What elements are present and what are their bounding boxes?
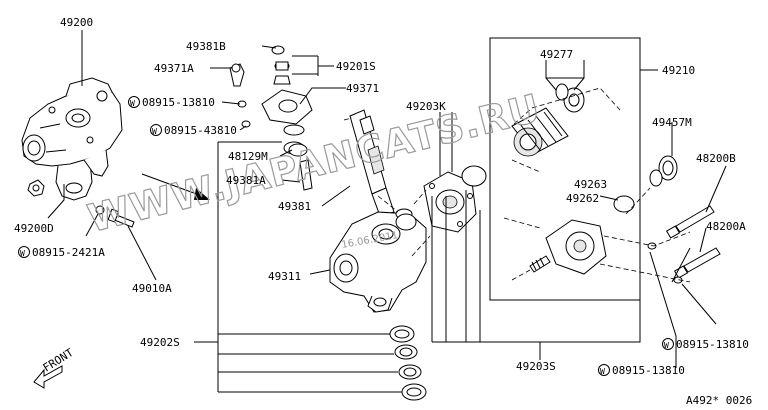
bolt-49010a-illustration (107, 208, 135, 228)
gear-housing-49311-illustration (329, 208, 427, 313)
valve-parts-49277-illustration (555, 83, 585, 113)
washer-marker-1 (128, 96, 140, 108)
washer-marker-1-text: W (130, 99, 135, 108)
cap-49381b-illustration (271, 45, 291, 85)
washer-marker-2 (150, 124, 162, 136)
assembly-guide-lines (343, 87, 691, 283)
label-49203s: 49203S (516, 360, 556, 373)
bolt-49200d-illustration (27, 179, 45, 197)
washer-marker-4-text: W (664, 341, 669, 350)
washer-08915-2421a-illustration (95, 205, 105, 215)
bracket-49203s (431, 190, 641, 343)
label-08915-43810: 08915-43810 (164, 124, 237, 137)
steering-gearbox-assembly-illustration (21, 77, 123, 201)
seal-49457m-illustration (649, 155, 678, 187)
bolt-48200a-illustration (673, 247, 721, 279)
label-49381: 49381 (278, 200, 311, 213)
label-49201s: 49201S (336, 60, 376, 73)
label-49263: 49263 (574, 178, 607, 191)
label-48200a: 48200A (706, 220, 746, 233)
label-49210: 49210 (662, 64, 695, 77)
washer-marker-3 (18, 246, 30, 258)
o-ring-49263-illustration (613, 195, 635, 213)
side-cover-49203k-illustration (395, 165, 487, 233)
label-48200b: 48200B (696, 152, 736, 165)
label-49381a: 49381A (226, 174, 266, 187)
seal-rings-49202s-illustration (389, 325, 427, 401)
nipple-49371a-illustration (229, 63, 245, 87)
bolt-49381a-illustration (299, 159, 313, 191)
washer-marker-3-text: W (20, 249, 25, 258)
assembly-box-49210 (489, 37, 641, 301)
front-arrow-icon (33, 365, 63, 389)
label-49277: 49277 (540, 48, 573, 61)
leader-lines (47, 30, 727, 368)
label-49200: 49200 (60, 16, 93, 29)
label-48129m: 48129M (228, 150, 268, 163)
label-49381b: 49381B (186, 40, 226, 53)
washer-marker-2-text: W (152, 127, 157, 136)
label-49371a: 49371A (154, 62, 194, 75)
seal-48129m-illustration (288, 143, 308, 157)
washer-marker-5-text: W (600, 367, 605, 376)
label-08915-2421a: 08915-2421A (32, 246, 105, 259)
label-49262: 49262 (566, 192, 599, 205)
valve-49371-illustration (349, 109, 395, 217)
washer-marker-5 (598, 364, 610, 376)
rotary-valve-illustration (511, 107, 569, 157)
label-49457m: 49457M (652, 116, 692, 129)
label-49371: 49371 (346, 82, 379, 95)
label-08915-13810-bottom: 08915-13810 (612, 364, 685, 377)
washer-08915-13810-top-illustration (237, 100, 251, 128)
bolt-48200b-illustration (665, 205, 715, 239)
label-08915-13810-right: 08915-13810 (676, 338, 749, 351)
washer-marker-4 (662, 338, 674, 350)
bracket-49202s (194, 141, 402, 393)
label-49200d: 49200D (14, 222, 54, 235)
assembly-direction-arrow (141, 173, 210, 200)
label-49311: 49311 (268, 270, 301, 283)
label-08915-13810-top: 08915-13810 (142, 96, 215, 109)
pinion-assembly-illustration (529, 219, 607, 275)
label-49203k: 49203K (406, 100, 446, 113)
label-49010a: 49010A (132, 282, 172, 295)
label-49202s: 49202S (140, 336, 180, 349)
figure-code: A492* 0026 (686, 394, 752, 407)
